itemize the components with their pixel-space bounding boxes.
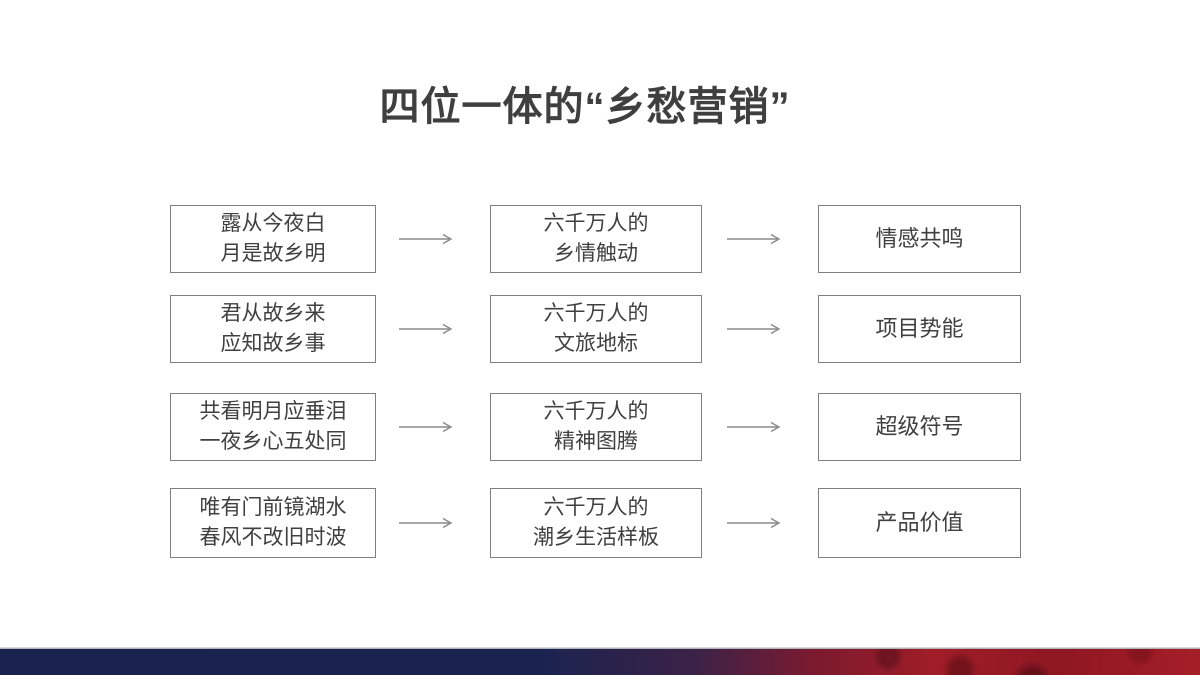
theme-line: 六千万人的 <box>543 212 649 235</box>
theme-line: 潮乡生活样板 <box>533 526 659 549</box>
flow-row: 露从今夜白 月是故乡明 六千万人的 乡情触动 情感共鸣 <box>0 205 1200 273</box>
value-box: 项目势能 <box>818 295 1021 363</box>
poem-box: 露从今夜白 月是故乡明 <box>170 205 376 273</box>
poem-box: 君从故乡来 应知故乡事 <box>170 295 376 363</box>
poem-line: 应知故乡事 <box>220 332 326 355</box>
theme-line: 六千万人的 <box>543 496 649 519</box>
flow-row: 共看明月应垂泪 一夜乡心五处同 六千万人的 精神图腾 超级符号 <box>0 393 1200 461</box>
poem-line: 君从故乡来 <box>220 302 326 325</box>
poem-line: 唯有门前镜湖水 <box>199 496 347 519</box>
value-box: 超级符号 <box>818 393 1021 461</box>
poem-line: 共看明月应垂泪 <box>199 400 347 423</box>
theme-line: 文旅地标 <box>554 332 638 355</box>
flow-row: 君从故乡来 应知故乡事 六千万人的 文旅地标 项目势能 <box>0 295 1200 363</box>
poem-box: 唯有门前镜湖水 春风不改旧时波 <box>170 488 376 558</box>
page-title: 四位一体的“乡愁营销” <box>379 85 791 129</box>
theme-box: 六千万人的 乡情触动 <box>490 205 702 273</box>
value-label: 产品价值 <box>875 510 964 535</box>
value-label: 情感共鸣 <box>875 226 964 251</box>
poem-box: 共看明月应垂泪 一夜乡心五处同 <box>170 393 376 461</box>
value-box: 情感共鸣 <box>818 205 1021 273</box>
arrow-right-icon <box>727 323 781 335</box>
poem-line: 月是故乡明 <box>220 242 326 265</box>
arrow-right-icon <box>727 421 781 433</box>
poem-line: 露从今夜白 <box>220 212 326 235</box>
theme-box: 六千万人的 文旅地标 <box>490 295 702 363</box>
footer-gradient <box>0 649 1200 675</box>
value-box: 产品价值 <box>818 488 1021 558</box>
flow-row: 唯有门前镜湖水 春风不改旧时波 六千万人的 潮乡生活样板 产品价值 <box>0 488 1200 558</box>
theme-box: 六千万人的 精神图腾 <box>490 393 702 461</box>
poem-line: 春风不改旧时波 <box>199 526 347 549</box>
value-label: 项目势能 <box>875 316 964 341</box>
poem-line: 一夜乡心五处同 <box>199 430 347 453</box>
arrow-right-icon <box>399 421 453 433</box>
arrow-right-icon <box>727 517 781 529</box>
theme-line: 六千万人的 <box>543 302 649 325</box>
theme-line: 精神图腾 <box>554 430 638 453</box>
arrow-right-icon <box>399 517 453 529</box>
arrow-right-icon <box>399 323 453 335</box>
value-label: 超级符号 <box>875 414 964 439</box>
arrow-right-icon <box>727 233 781 245</box>
theme-line: 乡情触动 <box>554 242 638 265</box>
arrow-right-icon <box>399 233 453 245</box>
footer-band <box>0 647 1200 675</box>
footer-divider-line <box>0 647 1200 649</box>
theme-line: 六千万人的 <box>543 400 649 423</box>
theme-box: 六千万人的 潮乡生活样板 <box>490 488 702 558</box>
